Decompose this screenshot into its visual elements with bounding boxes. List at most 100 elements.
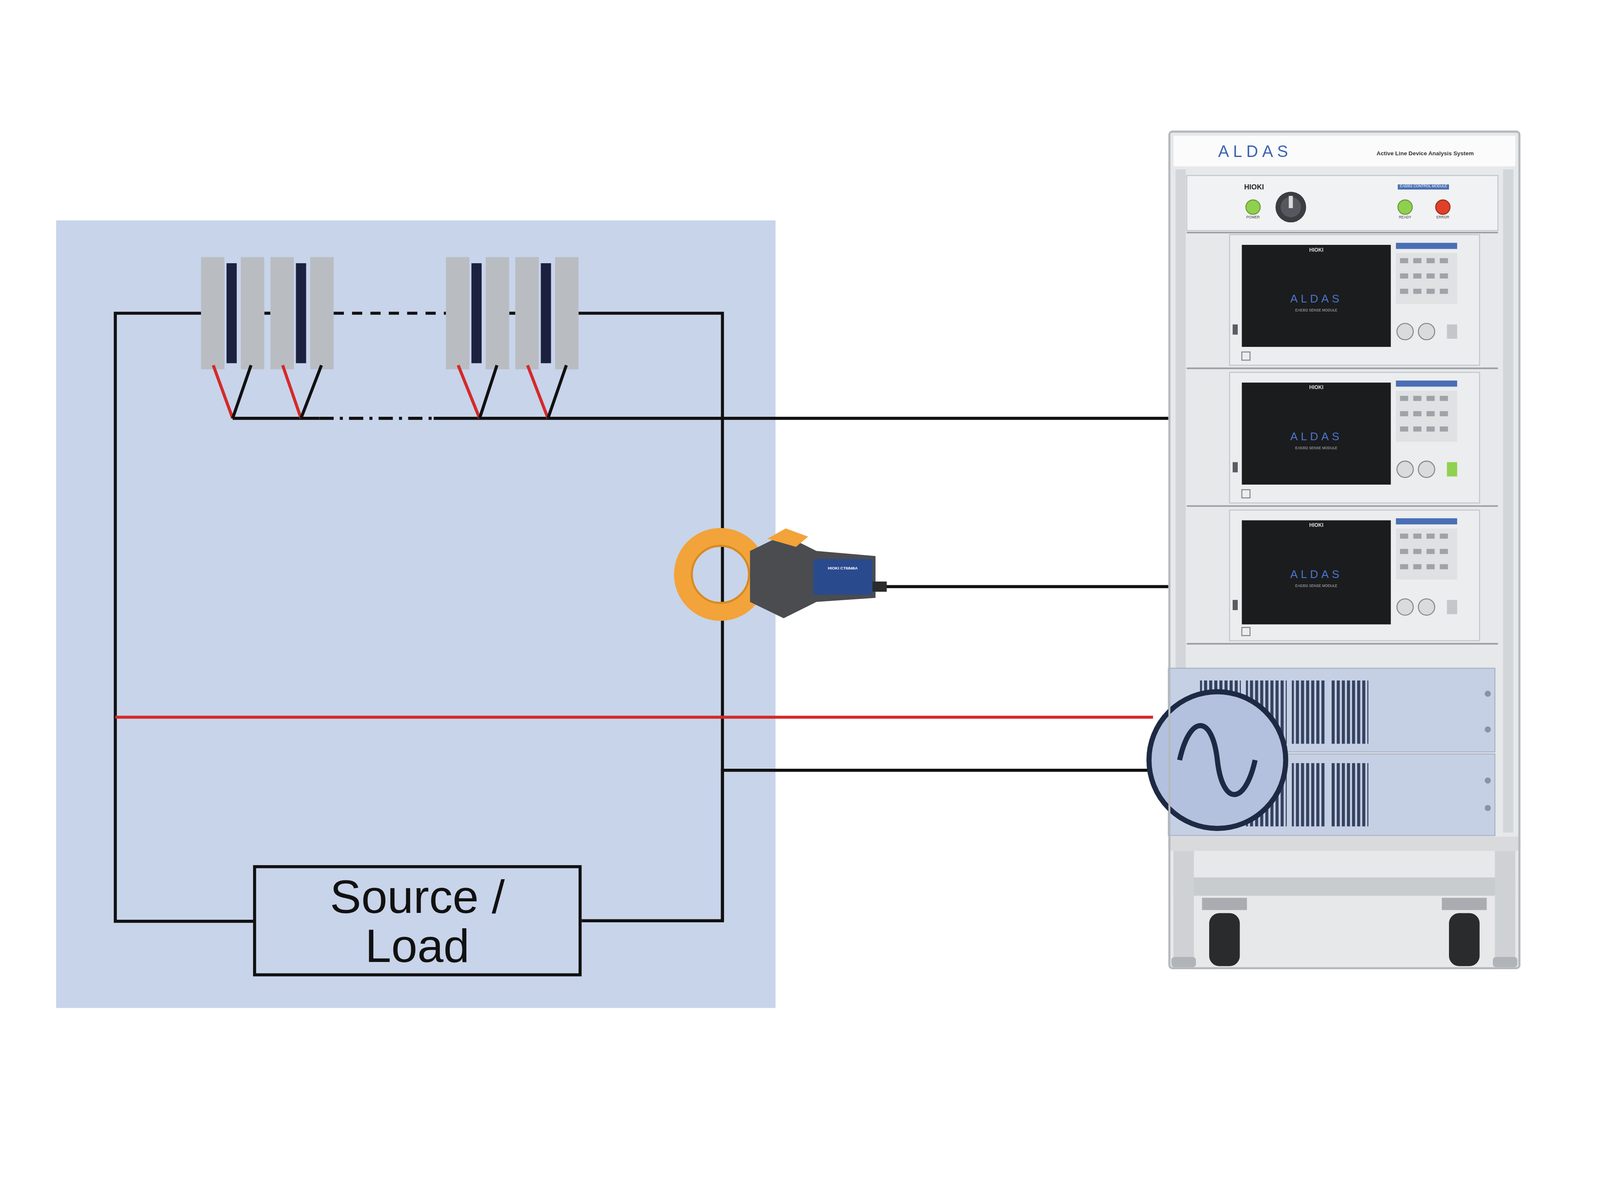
rack-cabinet — [1186, 231, 1498, 234]
circuit-wire — [433, 416, 1170, 420]
keypad-button — [1399, 395, 1408, 402]
logo-text: ALDAS — [1218, 143, 1292, 160]
keypad-button — [1413, 288, 1422, 294]
keypad-button — [1399, 258, 1408, 264]
battery-cell — [541, 263, 552, 364]
rack-cabinet — [1173, 135, 1516, 167]
circuit-wire — [264, 311, 271, 315]
ac-source-symbol — [1149, 691, 1286, 829]
current-clamp — [691, 545, 749, 603]
sense-module — [1229, 234, 1480, 366]
circuit-wire — [115, 313, 1170, 922]
power-unit — [1484, 690, 1491, 697]
sense-module — [1229, 510, 1480, 641]
cell-lead — [479, 365, 498, 419]
power-unit — [1331, 680, 1369, 744]
keypad-button — [1399, 549, 1408, 555]
keypad-button — [1399, 258, 1448, 570]
source-load-box: Source / Load — [253, 865, 582, 977]
keypad-button — [1440, 411, 1449, 417]
sense-module — [1242, 489, 1251, 498]
sense-module — [1446, 462, 1458, 477]
power-unit — [1291, 763, 1327, 827]
keypad-button — [1413, 411, 1422, 417]
keypad-button — [1413, 549, 1422, 555]
rack-cabinet — [1168, 130, 1521, 970]
circuit-wire — [319, 416, 434, 420]
cell-lead — [458, 365, 480, 419]
rack-cabinet — [1168, 130, 1521, 970]
cell-lead — [527, 365, 548, 419]
keypad-button — [1399, 411, 1408, 417]
rack-cabinet — [1275, 192, 1307, 223]
battery-cell — [270, 257, 294, 370]
brand-text: HIOKI — [1244, 183, 1265, 191]
rack-cabinet — [1186, 367, 1498, 370]
rack-cabinet — [1397, 200, 1412, 215]
keypad-button — [1426, 564, 1435, 570]
keypad-button — [1440, 273, 1449, 279]
rack-cabinet — [1435, 200, 1450, 215]
logo-text: ALDAS — [1290, 430, 1343, 443]
current-clamp — [872, 581, 887, 592]
probe-label: HIOKI CT6846A — [827, 566, 858, 571]
module-label: EA5302 SENSE MODULE — [1295, 584, 1338, 589]
keypad-button — [1426, 533, 1435, 539]
battery-cell — [515, 257, 539, 370]
keypad-button — [1426, 426, 1435, 432]
cell-lead — [213, 365, 233, 419]
current-clamp — [750, 534, 876, 619]
current-clamp — [682, 528, 887, 619]
keypad-button — [1426, 288, 1435, 294]
brand-text: HIOKI — [1309, 247, 1324, 253]
logo-text: ALDAS — [1290, 293, 1343, 305]
sense-module — [1242, 244, 1391, 347]
logo-text: ALDAS — [1290, 568, 1343, 580]
brand-text: HIOKI — [1309, 523, 1324, 529]
ac-source-symbol — [1179, 725, 1256, 795]
sense-module — [1396, 461, 1414, 478]
keypad-button — [1426, 395, 1435, 402]
sense-module — [1418, 599, 1435, 616]
rack-base — [1168, 836, 1521, 851]
battery-cell — [471, 263, 482, 364]
indicator-label: READY — [1399, 216, 1412, 221]
sense-module — [1396, 518, 1458, 525]
indicator-label: ERROR — [1436, 216, 1450, 221]
sense-module — [1396, 390, 1458, 443]
keypad-button — [1440, 426, 1449, 432]
rack-title: Active Line Device Analysis System — [1376, 150, 1474, 157]
brand-text: HIOKI — [1309, 385, 1324, 391]
circuit-wire — [333, 311, 446, 315]
battery-cell — [445, 257, 470, 370]
rack-cabinet — [1288, 195, 1294, 209]
battery-cell — [240, 257, 265, 370]
red-wire — [115, 715, 1153, 719]
connector-layer — [581, 770, 1169, 922]
module-label: EA5302 SENSE MODULE — [1295, 309, 1338, 313]
battery-cell — [555, 257, 579, 370]
keypad-button — [1399, 533, 1408, 539]
current-clamp — [813, 559, 873, 596]
cell-lead — [213, 365, 567, 419]
battery-cell — [226, 263, 237, 364]
rack-cabinet — [1186, 642, 1498, 645]
sense-module — [1396, 599, 1414, 616]
circuit-wire — [509, 311, 515, 315]
circuit-wire — [115, 313, 254, 922]
rack-base — [1441, 898, 1487, 911]
rack-base — [1168, 836, 1521, 968]
keypad-button — [1426, 549, 1435, 555]
circuit-wire — [578, 313, 723, 922]
power-unit — [1484, 726, 1491, 733]
keypad-button — [1440, 395, 1449, 402]
power-unit — [1331, 763, 1369, 827]
power-unit — [1484, 777, 1491, 784]
keypad-button — [1426, 258, 1435, 264]
connector-group — [581, 770, 1169, 922]
sense-module — [1232, 599, 1238, 611]
battery-cell — [200, 257, 225, 370]
rack-base — [1448, 913, 1480, 966]
circuit-wire — [232, 416, 320, 420]
